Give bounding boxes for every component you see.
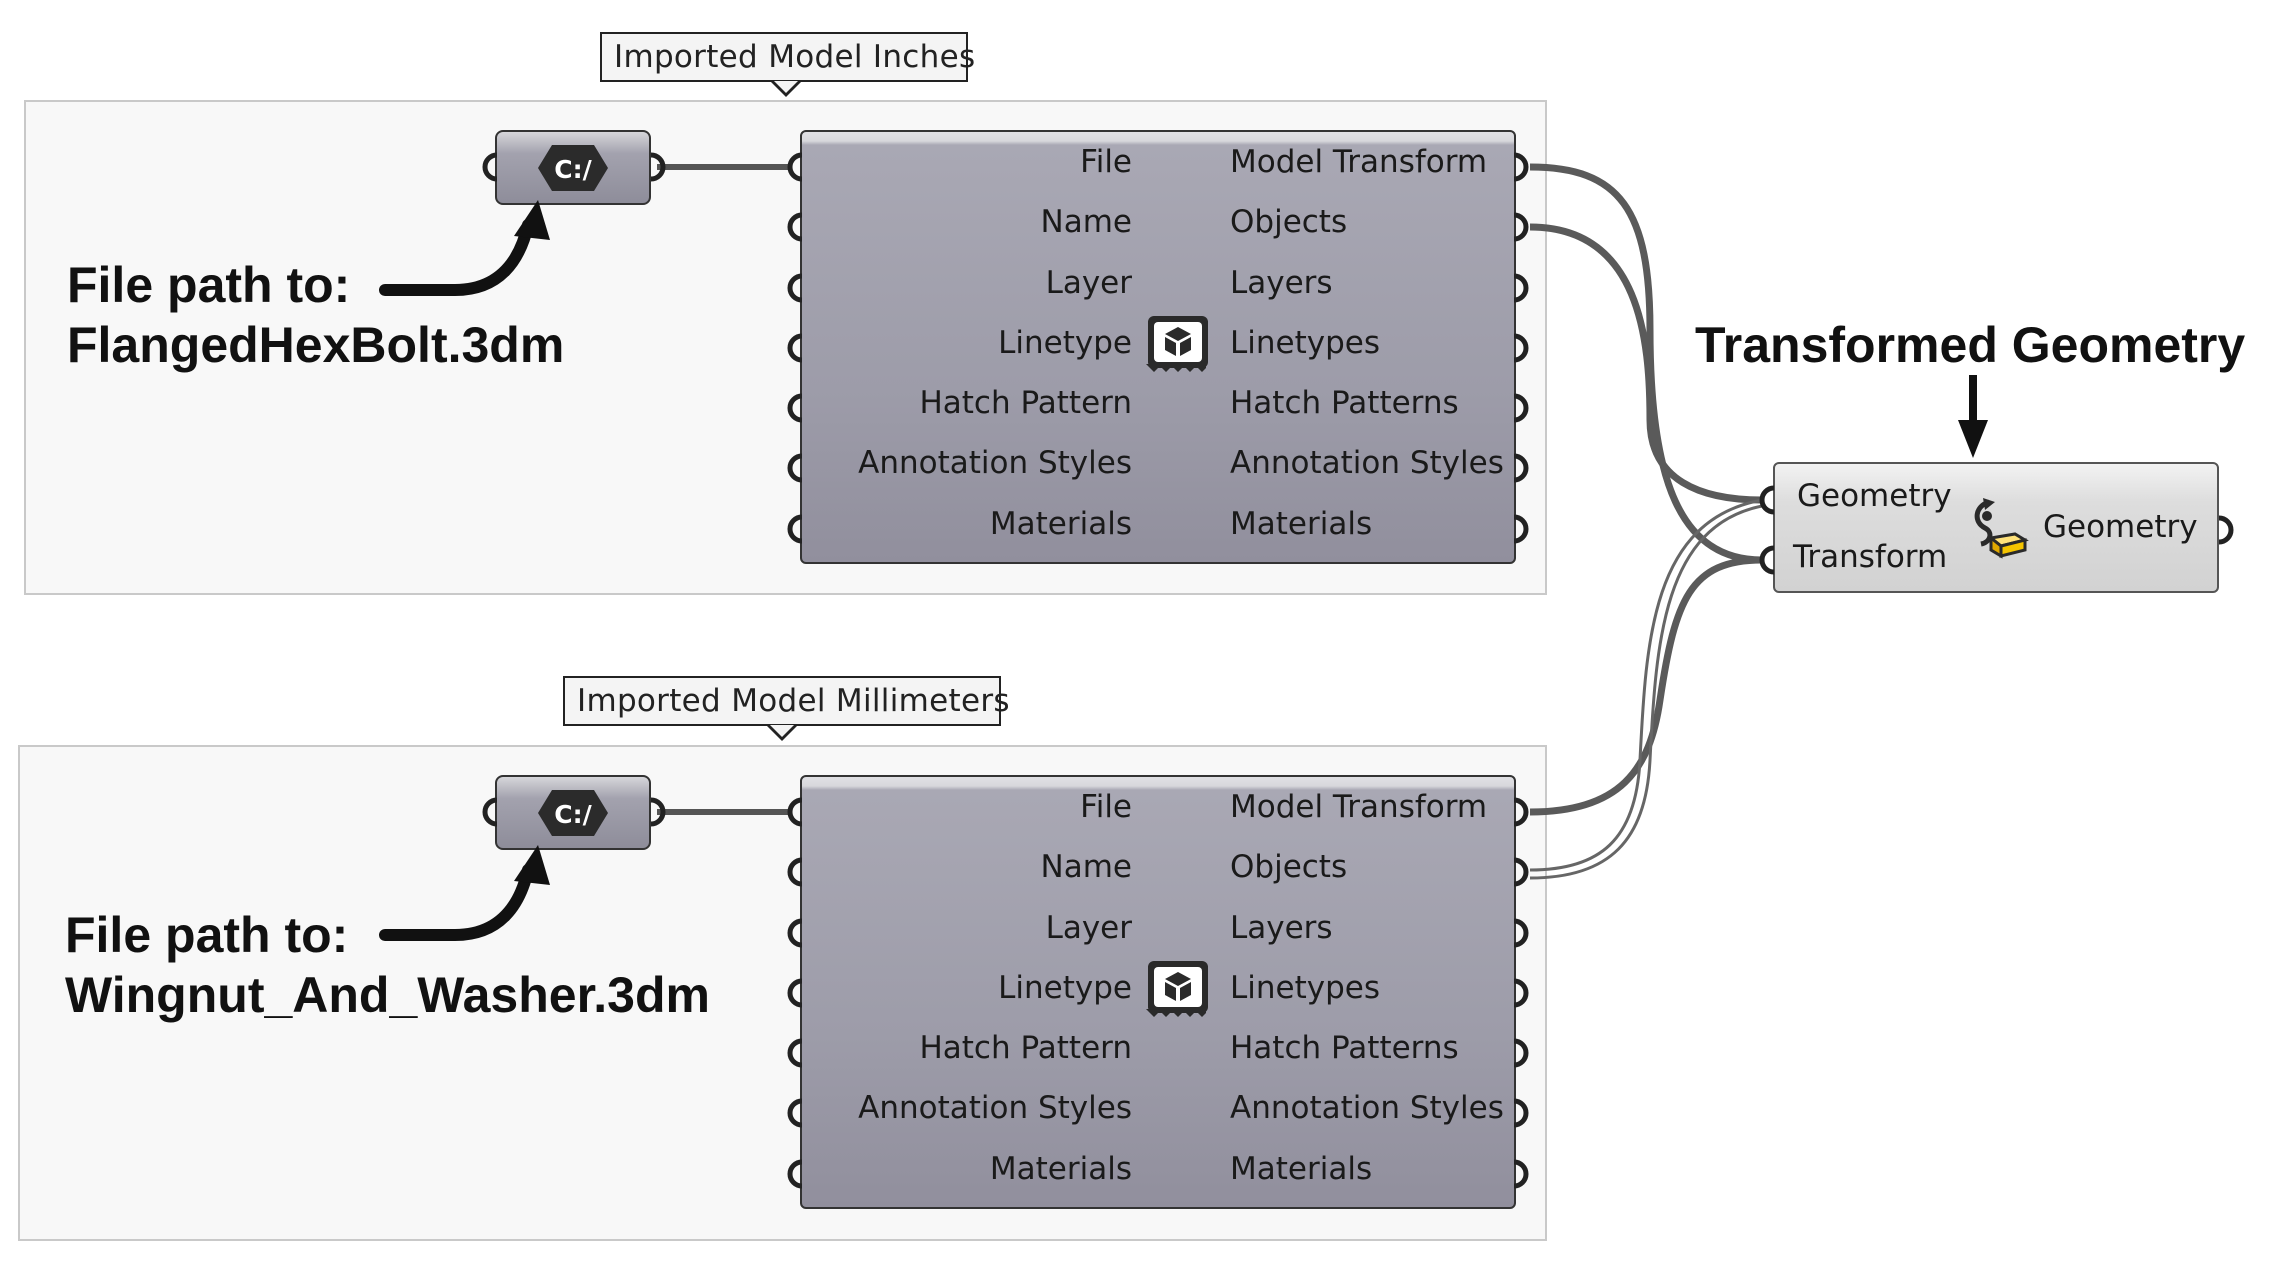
input-grip	[787, 797, 803, 827]
input-grip	[787, 918, 803, 948]
wire-objects-mm-to-geometry	[1529, 498, 1763, 872]
arrow-to-path-2	[379, 864, 534, 941]
output-geometry[interactable]: Geometry	[2043, 509, 2198, 545]
file-path-icon: C:/	[538, 790, 608, 836]
annotation-file-path-label: File path to:	[65, 907, 349, 963]
arrowhead	[514, 200, 550, 240]
wire-transform-inches-to-transform	[1529, 163, 1763, 564]
input-grip	[787, 1159, 803, 1189]
output-grip	[1513, 453, 1529, 483]
import-3dm-component-inches[interactable]: File Name Layer Linetype Hatch Pattern A…	[800, 130, 1516, 564]
output-linetypes[interactable]: Linetypes	[1230, 970, 1381, 1006]
input-linetype[interactable]: Linetype	[998, 325, 1132, 361]
output-layers[interactable]: Layers	[1230, 265, 1333, 301]
output-grip	[1513, 1159, 1529, 1189]
file-path-component[interactable]: C:/	[495, 775, 651, 850]
input-grip	[787, 273, 803, 303]
input-hatch-pattern[interactable]: Hatch Pattern	[919, 385, 1132, 421]
input-layer[interactable]: Layer	[1045, 265, 1132, 301]
input-annotation-styles[interactable]: Annotation Styles	[858, 445, 1132, 481]
import-3dm-icon	[1146, 316, 1208, 372]
output-grip	[1513, 514, 1529, 544]
output-materials[interactable]: Materials	[1230, 1151, 1373, 1187]
input-grip	[787, 453, 803, 483]
import-3dm-icon	[1146, 961, 1208, 1017]
output-grip	[1513, 333, 1529, 363]
output-annotation-styles[interactable]: Annotation Styles	[1230, 445, 1504, 481]
input-grip	[787, 1098, 803, 1128]
output-materials[interactable]: Materials	[1230, 506, 1373, 542]
import-3dm-component-millimeters[interactable]: File Name Layer Linetype Hatch Pattern A…	[800, 775, 1516, 1209]
output-model-transform[interactable]: Model Transform	[1230, 789, 1488, 825]
output-grip	[1513, 1098, 1529, 1128]
input-grip	[787, 978, 803, 1008]
input-grip	[787, 333, 803, 363]
file-path-glyph: C:/	[554, 155, 592, 184]
annotation-file-name: FlangedHexBolt.3dm	[67, 317, 565, 373]
file-path-glyph: C:/	[554, 800, 592, 829]
wire-transform-mm-to-transform	[1529, 556, 1763, 816]
group-label-millimeters: Imported Model Millimeters	[563, 676, 1010, 726]
input-grip	[787, 857, 803, 887]
arrow-to-path-1	[379, 219, 534, 296]
input-linetype[interactable]: Linetype	[998, 970, 1132, 1006]
input-annotation-styles[interactable]: Annotation Styles	[858, 1090, 1132, 1126]
grip	[650, 152, 666, 182]
input-grip	[787, 393, 803, 423]
transform-component[interactable]: Geometry Transform Geometry	[1773, 462, 2219, 593]
annotation-file-path-label: File path to:	[67, 257, 351, 313]
input-grip	[787, 152, 803, 182]
output-grip	[1513, 1038, 1529, 1068]
input-name[interactable]: Name	[1040, 849, 1132, 885]
input-layer[interactable]: Layer	[1045, 910, 1132, 946]
grip	[2218, 515, 2234, 545]
input-grip	[787, 1038, 803, 1068]
file-path-component[interactable]: C:/	[495, 130, 651, 205]
input-file[interactable]: File	[1080, 144, 1132, 180]
output-hatch-patterns[interactable]: Hatch Patterns	[1230, 1030, 1459, 1066]
output-linetypes[interactable]: Linetypes	[1230, 325, 1381, 361]
output-annotation-styles[interactable]: Annotation Styles	[1230, 1090, 1504, 1126]
input-geometry[interactable]: Geometry	[1797, 478, 1952, 514]
output-grip	[1513, 797, 1529, 827]
annotation-file-name: Wingnut_And_Washer.3dm	[65, 967, 710, 1023]
output-grip	[1513, 857, 1529, 887]
annotation-transformed-geometry: Transformed Geometry	[1695, 317, 2246, 373]
output-objects[interactable]: Objects	[1230, 849, 1348, 885]
group-label-pointer-fill	[770, 725, 794, 737]
output-grip	[1513, 918, 1529, 948]
output-hatch-patterns[interactable]: Hatch Patterns	[1230, 385, 1459, 421]
output-grip	[1513, 273, 1529, 303]
output-grip	[1513, 393, 1529, 423]
output-model-transform[interactable]: Model Transform	[1230, 144, 1488, 180]
wire-objects-mm-to-geometry-2	[1529, 504, 1763, 880]
input-grip	[787, 514, 803, 544]
transform-icon	[1974, 498, 2029, 559]
arrowhead	[1958, 420, 1988, 458]
output-objects[interactable]: Objects	[1230, 204, 1348, 240]
input-transform[interactable]: Transform	[1793, 539, 1948, 575]
arrowhead	[514, 845, 550, 885]
input-file[interactable]: File	[1080, 789, 1132, 825]
grip	[1759, 545, 1775, 575]
output-layers[interactable]: Layers	[1230, 910, 1333, 946]
grip	[482, 797, 498, 827]
grip	[650, 797, 666, 827]
input-grip	[787, 212, 803, 242]
output-grip	[1513, 152, 1529, 182]
input-name[interactable]: Name	[1040, 204, 1132, 240]
output-grip	[1513, 212, 1529, 242]
grip	[482, 152, 498, 182]
output-grip	[1513, 978, 1529, 1008]
grip	[1759, 485, 1775, 515]
input-materials[interactable]: Materials	[989, 506, 1132, 542]
file-path-icon: C:/	[538, 145, 608, 191]
group-label-pointer-fill	[774, 81, 798, 93]
input-materials[interactable]: Materials	[989, 1151, 1132, 1187]
input-hatch-pattern[interactable]: Hatch Pattern	[919, 1030, 1132, 1066]
